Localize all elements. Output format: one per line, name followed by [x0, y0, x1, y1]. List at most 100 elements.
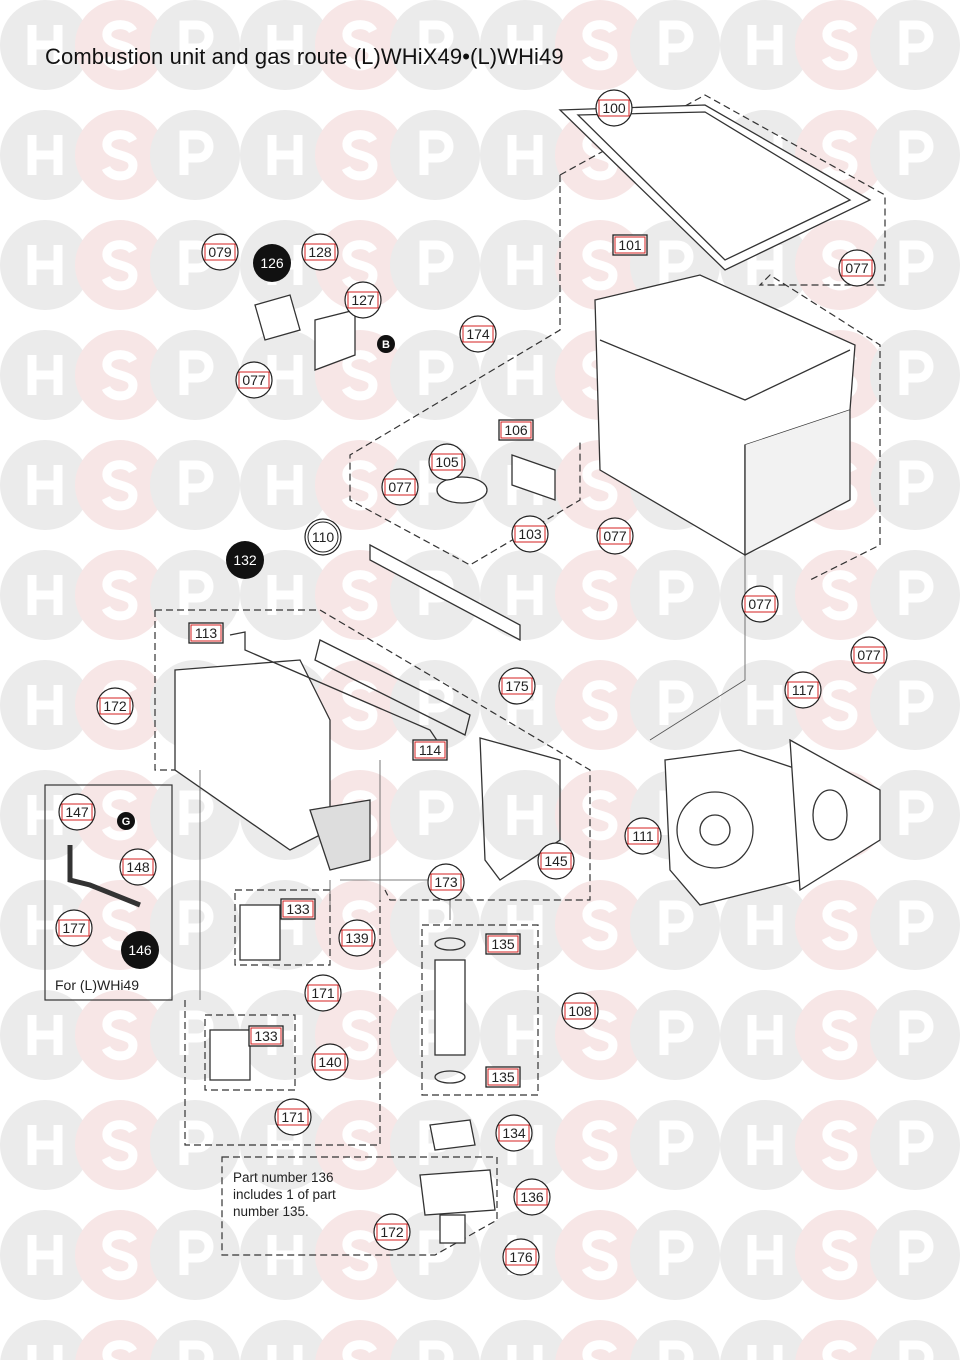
- part-label-text: 127: [351, 292, 375, 308]
- part-label-text: 110: [312, 529, 335, 545]
- watermark-letter-shape: [27, 575, 63, 615]
- leader-lines: [199, 555, 746, 1000]
- part-label-147[interactable]: 147: [58, 793, 96, 831]
- part-label-G[interactable]: G: [117, 812, 135, 830]
- part-label-text: 126: [260, 255, 284, 271]
- watermark-letter-shape: [821, 130, 858, 181]
- part-label-text: 172: [380, 1224, 404, 1240]
- assembly-outlines: [154, 94, 886, 1256]
- watermark-letter-shape: [419, 1340, 454, 1360]
- part-label-117[interactable]: 117: [784, 671, 822, 709]
- part-label-text: 077: [857, 647, 881, 663]
- watermark-letter-shape: [341, 130, 378, 181]
- part-label-103[interactable]: 103: [511, 515, 549, 553]
- watermark-letter-shape: [27, 135, 63, 175]
- note-line: Part number 136: [233, 1170, 334, 1185]
- part-label-148[interactable]: 148: [119, 848, 157, 886]
- watermark-letter-shape: [899, 790, 934, 835]
- watermark-letter-shape: [341, 570, 378, 621]
- outline-burner-cover: [349, 175, 581, 566]
- watermark-letter-shape: [581, 240, 618, 291]
- part-label-105[interactable]: 105: [428, 443, 466, 481]
- part-label-text: 135: [491, 1069, 515, 1085]
- watermark-circle: [555, 1320, 645, 1360]
- watermark-letter-shape: [101, 1010, 138, 1061]
- part-label-175[interactable]: 175: [498, 667, 536, 705]
- part-label-text: 173: [434, 874, 458, 890]
- part-label-172[interactable]: 172: [96, 687, 134, 725]
- part-label-077[interactable]: 077: [838, 249, 876, 287]
- part-label-100[interactable]: 100: [595, 89, 633, 127]
- part-label-077[interactable]: 077: [235, 361, 273, 399]
- watermark-letter-shape: [899, 240, 934, 285]
- watermark-letter-shape: [27, 1235, 63, 1275]
- watermark-letter-shape: [747, 25, 783, 65]
- part-label-128[interactable]: 128: [301, 233, 339, 271]
- part-label-106[interactable]: 106: [498, 419, 534, 441]
- fan-plate-opening: [812, 789, 848, 841]
- bracket-114: [314, 639, 471, 736]
- part-label-079[interactable]: 079: [201, 233, 239, 271]
- part-label-113[interactable]: 113: [188, 622, 224, 644]
- part-label-text: 140: [318, 1054, 342, 1070]
- part-label-139[interactable]: 139: [338, 919, 376, 957]
- part-label-176[interactable]: 176: [502, 1238, 540, 1276]
- part-label-text: 108: [568, 1003, 592, 1019]
- watermark-letter-shape: [581, 570, 618, 621]
- bracket-127: [314, 309, 356, 371]
- part-label-171[interactable]: 171: [274, 1098, 312, 1136]
- part-label-108[interactable]: 108: [561, 992, 599, 1030]
- part-label-111[interactable]: 111: [624, 817, 662, 855]
- part-label-text: 175: [505, 678, 529, 694]
- part-label-114[interactable]: 114: [412, 739, 448, 761]
- part-label-077[interactable]: 077: [381, 468, 419, 506]
- part-label-127[interactable]: 127: [344, 281, 382, 319]
- part-label-136[interactable]: 136: [513, 1178, 551, 1216]
- part-label-177[interactable]: 177: [55, 909, 93, 947]
- watermark-letter-shape: [267, 355, 303, 395]
- part-label-101[interactable]: 101: [612, 234, 648, 256]
- watermark-letter-shape: [27, 1015, 63, 1055]
- watermark-letter-shape: [101, 240, 138, 291]
- part-label-077[interactable]: 077: [596, 517, 634, 555]
- part-label-110[interactable]: 110: [304, 518, 342, 556]
- part-label-132[interactable]: 132: [226, 541, 264, 579]
- part-label-135[interactable]: 135: [485, 933, 521, 955]
- part-label-133[interactable]: 133: [280, 898, 316, 920]
- part-label-text: 133: [286, 901, 310, 917]
- gas-pipe-108: [434, 959, 466, 1056]
- watermark-letter-shape: [899, 20, 934, 65]
- watermark-letter-shape: [899, 680, 934, 725]
- part-label-text: 177: [62, 920, 86, 936]
- watermark-letter-shape: [659, 570, 694, 615]
- part-label-077[interactable]: 077: [741, 585, 779, 623]
- part-label-173[interactable]: 173: [427, 863, 465, 901]
- part-label-145[interactable]: 145: [537, 842, 575, 880]
- part-label-text: 101: [618, 237, 642, 253]
- part-label-134[interactable]: 134: [495, 1114, 533, 1152]
- gas-valve: [309, 799, 371, 871]
- watermark-letter-shape: [419, 1230, 454, 1275]
- watermark-letter-shape: [179, 20, 214, 65]
- watermark-letter-shape: [899, 1230, 934, 1275]
- note-line: number 135.: [233, 1204, 309, 1219]
- part-label-171[interactable]: 171: [304, 974, 342, 1012]
- watermark-letter-shape: [341, 680, 378, 731]
- watermark-circle: [630, 1320, 720, 1360]
- part-label-140[interactable]: 140: [311, 1043, 349, 1081]
- part-label-text: 077: [748, 596, 772, 612]
- watermark-letter-shape: [179, 900, 214, 945]
- watermark-letter-shape: [507, 1345, 543, 1360]
- part-label-077[interactable]: 077: [850, 636, 888, 674]
- part-label-126[interactable]: 126: [253, 244, 291, 282]
- part-label-172[interactable]: 172: [373, 1213, 411, 1251]
- watermark-letter-shape: [899, 1010, 934, 1055]
- part-label-133[interactable]: 133: [248, 1025, 284, 1047]
- part-label-135[interactable]: 135: [485, 1066, 521, 1088]
- part-label-146[interactable]: 146: [121, 931, 159, 969]
- part-label-B[interactable]: B: [377, 335, 395, 353]
- o-ring-135: [434, 1070, 466, 1084]
- watermark-letter-shape: [747, 905, 783, 945]
- part-label-174[interactable]: 174: [459, 315, 497, 353]
